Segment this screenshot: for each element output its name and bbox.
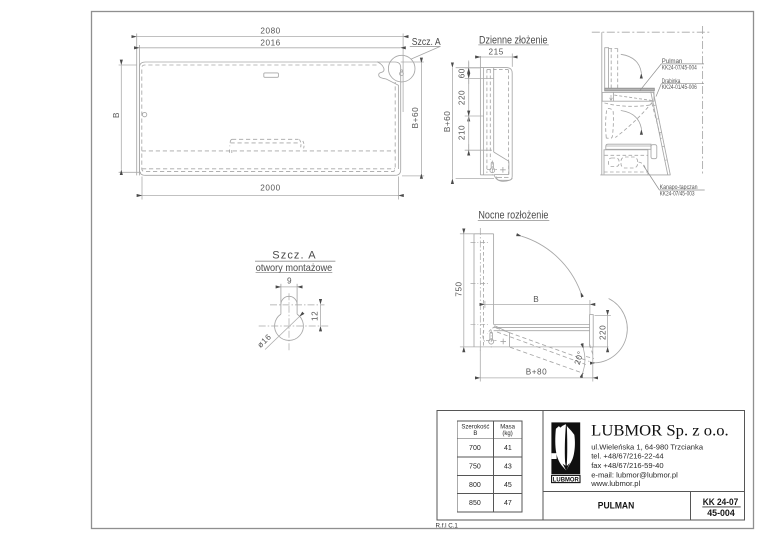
svg-text:B: B <box>112 112 121 118</box>
svg-text:Szcz. A: Szcz. A <box>412 37 441 48</box>
svg-text:Szcz. A: Szcz. A <box>272 250 316 262</box>
svg-text:750: 750 <box>454 281 463 296</box>
svg-text:47: 47 <box>504 500 512 507</box>
svg-text:PULMAN: PULMAN <box>598 500 635 510</box>
svg-text:(kg): (kg) <box>502 431 512 437</box>
svg-text:Dzienne złożenie: Dzienne złożenie <box>479 35 548 47</box>
svg-text:2016: 2016 <box>260 38 280 47</box>
svg-text:KK24-01/45-006: KK24-01/45-006 <box>662 84 697 91</box>
svg-text:700: 700 <box>469 445 481 452</box>
svg-text:210: 210 <box>457 125 466 140</box>
svg-text:Drabinka: Drabinka <box>662 78 681 85</box>
svg-text:43: 43 <box>504 464 512 471</box>
svg-text:215: 215 <box>489 48 504 57</box>
svg-text:B: B <box>533 295 539 304</box>
svg-text:B+80: B+80 <box>526 367 548 376</box>
svg-text:KK 24-07: KK 24-07 <box>703 497 739 507</box>
svg-text:850: 850 <box>469 500 481 507</box>
svg-text:LUBMOR: LUBMOR <box>553 477 580 483</box>
svg-text:KK24-07/45-003: KK24-07/45-003 <box>660 190 695 197</box>
svg-text:Nocne rozłożenie: Nocne rozłożenie <box>478 209 548 221</box>
svg-text:220: 220 <box>599 325 608 340</box>
svg-text:B: B <box>473 431 477 437</box>
svg-text:Szerokość: Szerokość <box>461 425 489 431</box>
svg-text:41: 41 <box>504 445 512 452</box>
svg-text:tel. +48/67/216-22-44: tel. +48/67/216-22-44 <box>591 452 663 461</box>
svg-text:Pulman: Pulman <box>662 58 683 65</box>
svg-text:Kanapo-tapczan: Kanapo-tapczan <box>660 184 698 191</box>
svg-text:Masa: Masa <box>500 425 515 431</box>
svg-text:KK24-07/45-004: KK24-07/45-004 <box>662 64 697 71</box>
svg-text:9: 9 <box>287 276 292 285</box>
svg-text:800: 800 <box>469 482 481 489</box>
svg-text:LUBMOR Sp. z o.o.: LUBMOR Sp. z o.o. <box>591 423 729 440</box>
svg-text:B+60: B+60 <box>411 107 420 129</box>
svg-text:45: 45 <box>504 482 512 489</box>
svg-text:45-004: 45-004 <box>707 508 735 518</box>
svg-text:B+60: B+60 <box>443 111 452 133</box>
svg-text:2080: 2080 <box>260 26 280 35</box>
svg-text:ul.Wieleńska 1, 64-980 Trzcian: ul.Wieleńska 1, 64-980 Trzcianka <box>591 442 704 451</box>
svg-text:20°: 20° <box>573 350 586 366</box>
svg-text:2000: 2000 <box>260 183 280 192</box>
svg-text:e-mail: lubmor@lubmor.pl: e-mail: lubmor@lubmor.pl <box>591 470 678 479</box>
svg-text:otwory montażowe: otwory montażowe <box>256 263 333 274</box>
svg-text:12: 12 <box>311 311 320 321</box>
svg-text:www.lubmor.pl: www.lubmor.pl <box>590 479 640 488</box>
svg-text:R.f.l C.1: R.f.l C.1 <box>436 522 459 529</box>
svg-text:60: 60 <box>457 68 466 78</box>
svg-text:fax +48/67/216-59-40: fax +48/67/216-59-40 <box>591 461 663 470</box>
svg-text:750: 750 <box>469 464 481 471</box>
svg-text:220: 220 <box>457 90 466 105</box>
